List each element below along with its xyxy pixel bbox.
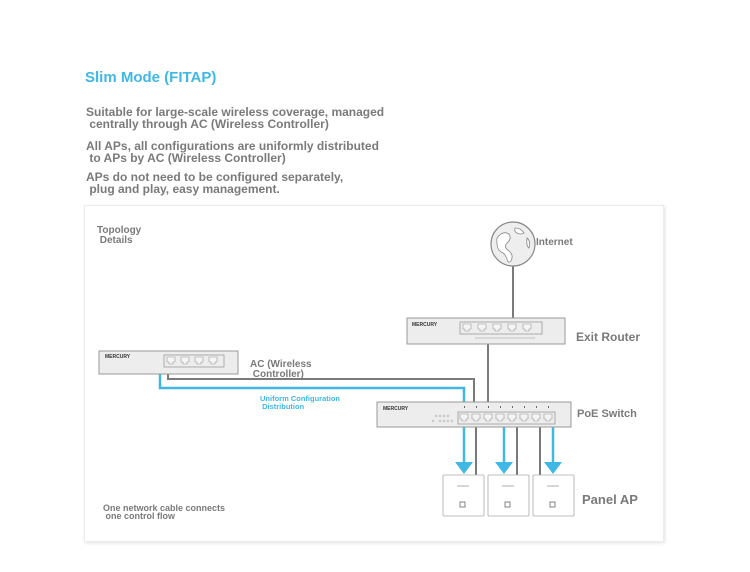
- footer-note: One network cable connects one control f…: [103, 503, 226, 521]
- cable-ac-switch: [167, 373, 475, 402]
- panel-ap-2: [487, 474, 530, 517]
- description-2: All APs, all configurations are uniforml…: [86, 139, 379, 165]
- config-arrow-2: [495, 427, 513, 474]
- page-title: Slim Mode (FITAP): [85, 69, 217, 86]
- topology-heading: Topology Details: [97, 225, 142, 246]
- description-1: Suitable for large-scale wireless covera…: [86, 105, 385, 131]
- ac-label: AC (Wireless Controller): [250, 359, 312, 380]
- panel-ap-1: [442, 474, 485, 517]
- description-3: APs do not need to be configured separat…: [86, 170, 344, 196]
- exit-router-device: MERCURY: [406, 317, 566, 345]
- config-arrow-1: [455, 427, 473, 474]
- config-flow-line: [158, 373, 466, 402]
- ac-controller-device: MERCURY: [98, 350, 239, 375]
- poe-switch-device: MERCURY: [376, 401, 572, 428]
- ac-brand: MERCURY: [105, 354, 131, 360]
- panel-ap-label: Panel AP: [582, 492, 638, 507]
- switch-brand: MERCURY: [383, 406, 409, 412]
- internet-label: Internet: [536, 237, 573, 248]
- globe-icon: [490, 221, 536, 267]
- panel-ap-3: [532, 474, 575, 517]
- config-flow-label: Uniform Configuration Distribution: [260, 394, 340, 411]
- router-brand: MERCURY: [412, 322, 438, 328]
- exit-router-label: Exit Router: [576, 330, 641, 344]
- poe-switch-label: PoE Switch: [577, 408, 637, 420]
- config-arrow-3: [544, 427, 562, 474]
